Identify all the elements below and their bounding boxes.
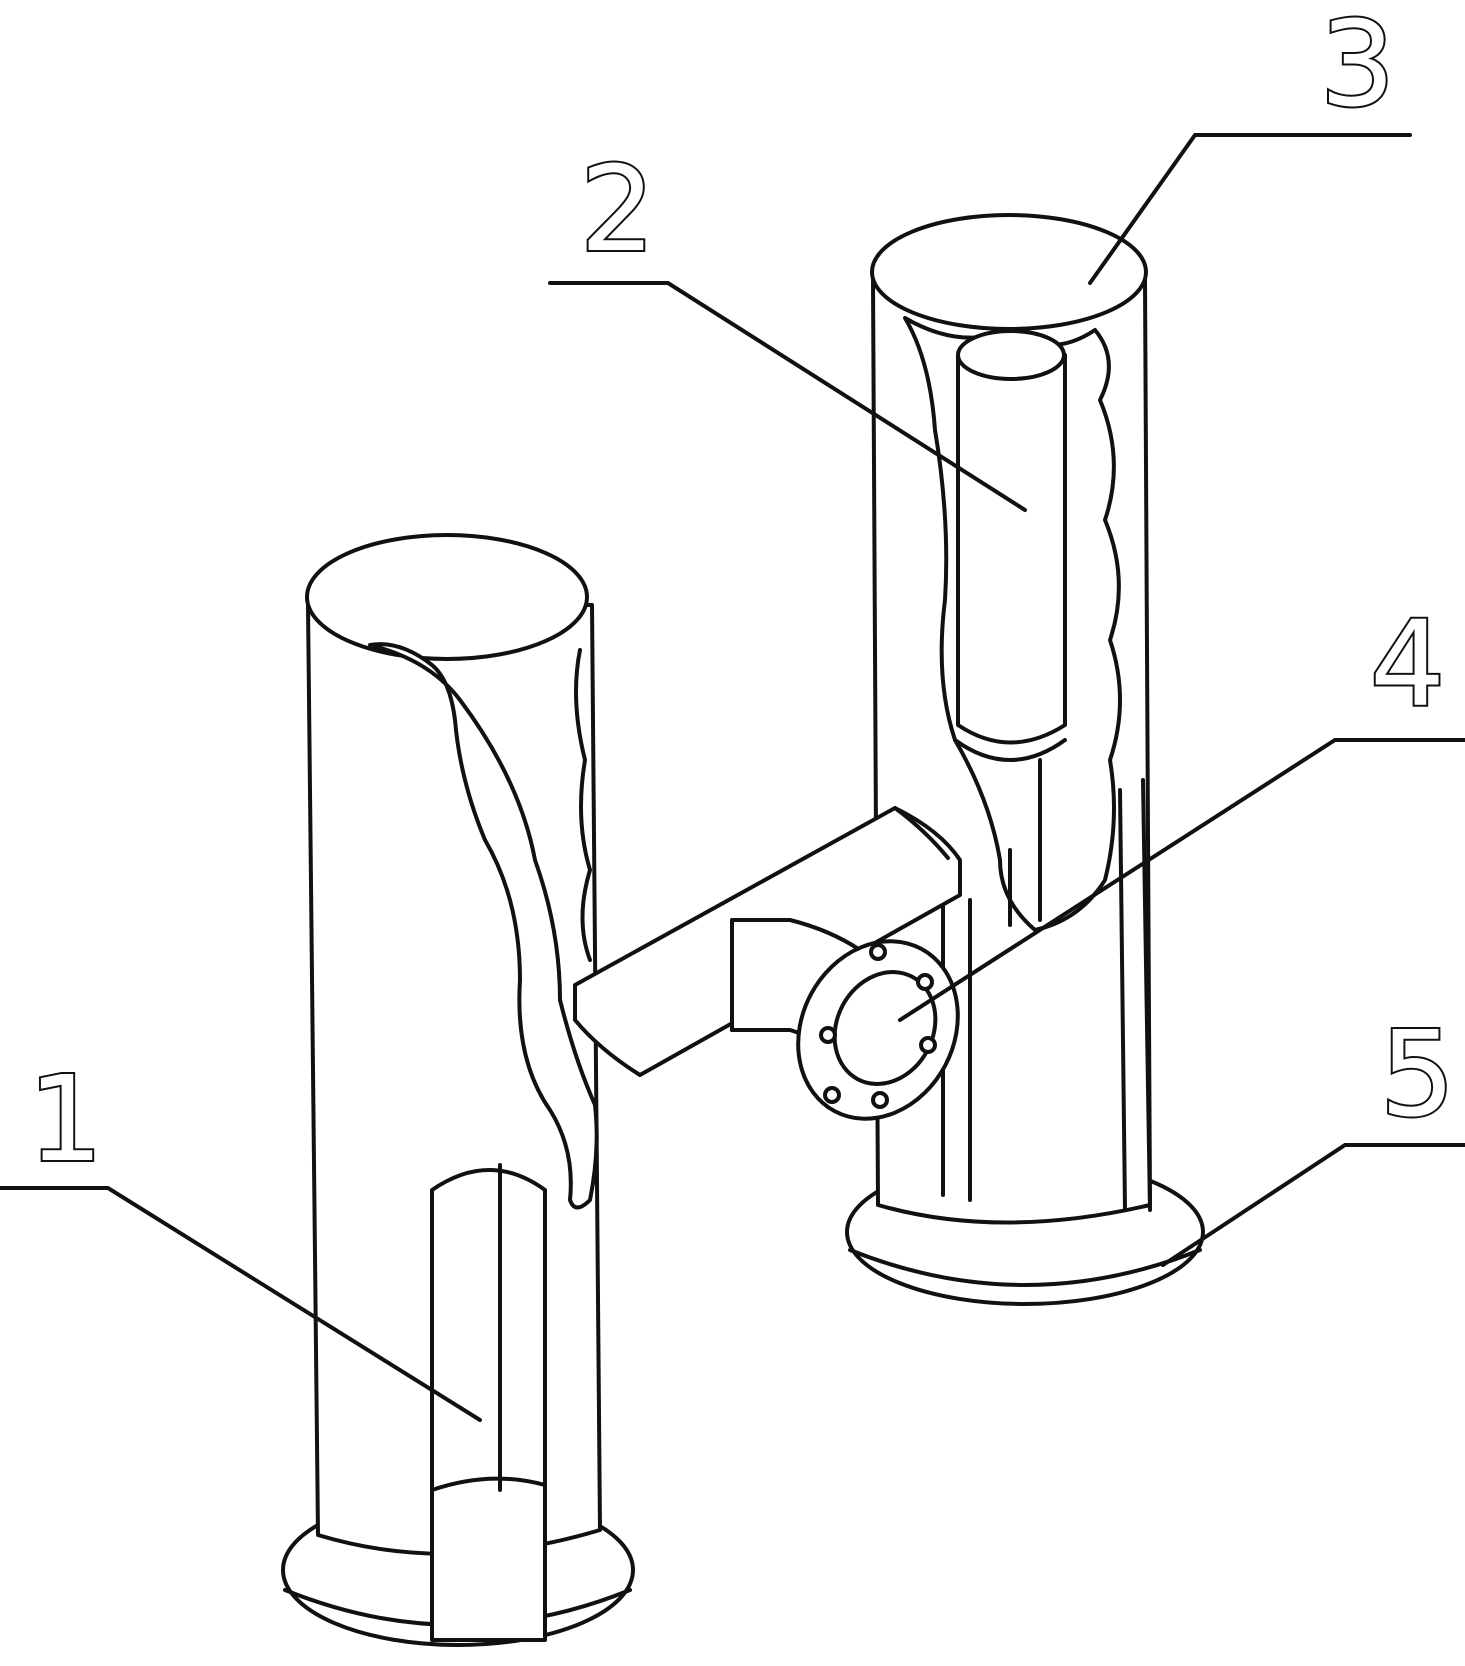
callout-3: 3 bbox=[1320, 0, 1395, 133]
flange bbox=[796, 939, 960, 1121]
callout-4: 4 bbox=[1370, 595, 1445, 733]
flange-bolt-holes bbox=[819, 943, 937, 1109]
left-column bbox=[305, 533, 602, 1642]
callouts: 1 2 3 4 5 bbox=[26, 0, 1457, 1190]
callout-5: 5 bbox=[1380, 1005, 1455, 1143]
callout-1: 1 bbox=[28, 1050, 103, 1188]
leader-lines bbox=[0, 133, 1465, 1422]
callout-2: 2 bbox=[580, 140, 655, 278]
